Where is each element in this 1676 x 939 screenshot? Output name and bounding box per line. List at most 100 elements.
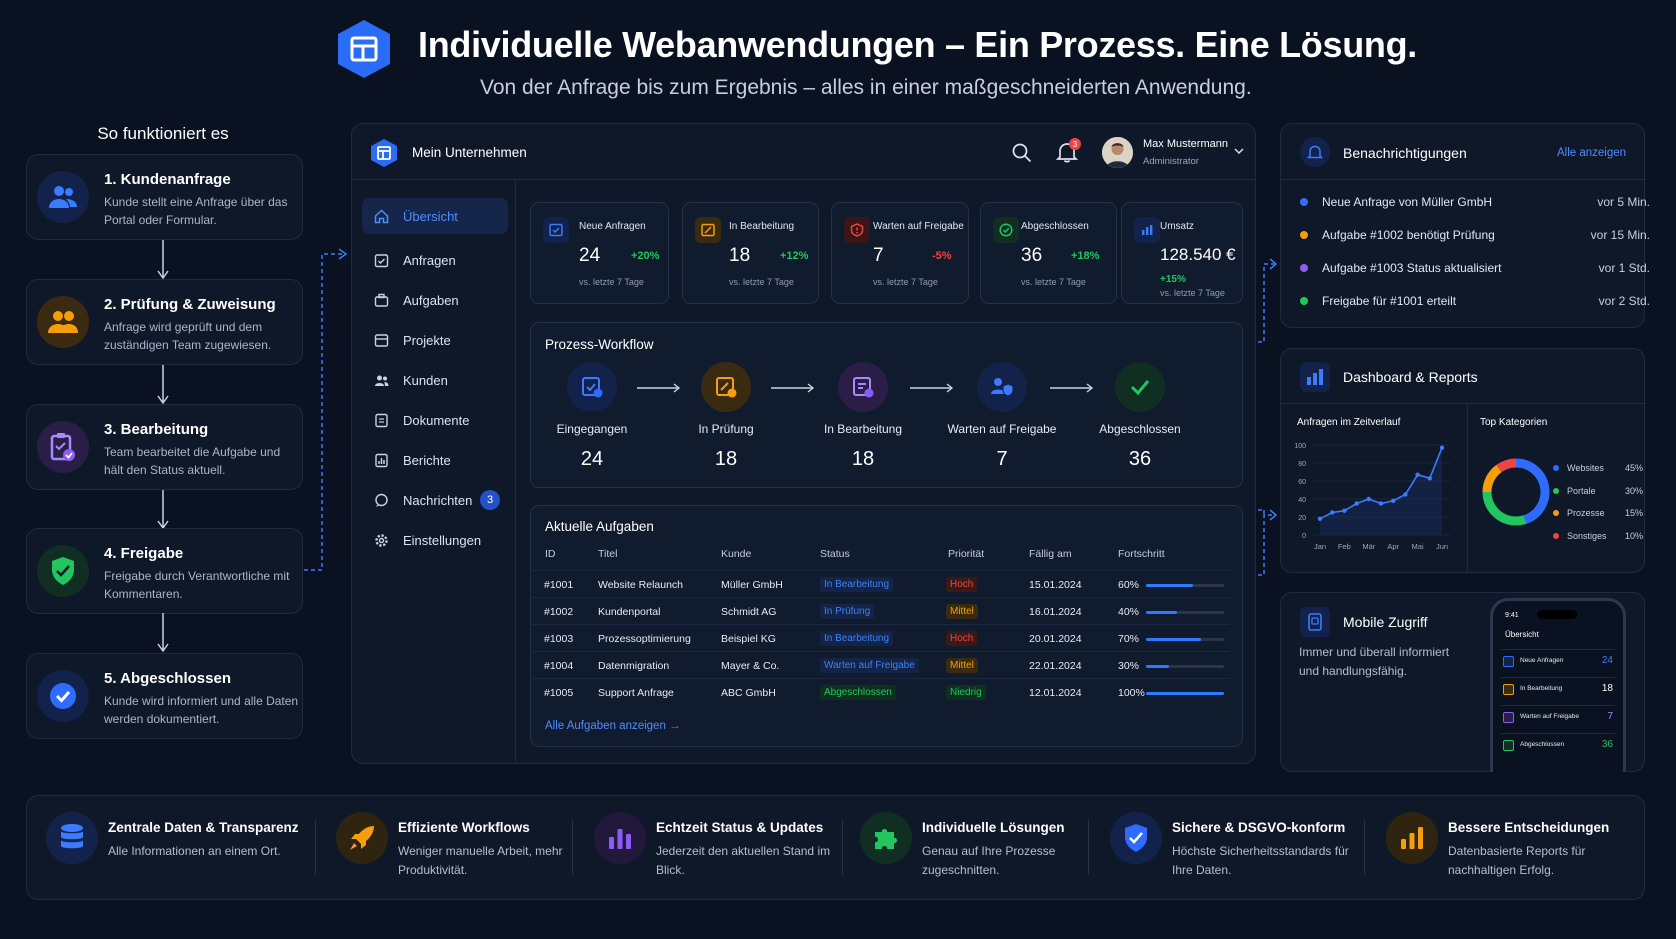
step-title: 2. Prüfung & Zuweisung <box>104 296 276 313</box>
data-point <box>1366 496 1371 502</box>
all-notifications-link[interactable]: Alle anzeigen <box>1557 147 1627 159</box>
steps-title: So funktioniert es <box>97 124 229 143</box>
sidebar-item-uebersicht[interactable]: Übersicht <box>362 198 508 234</box>
check-circle-icon <box>1503 740 1514 751</box>
stat-card[interactable]: Neue Anfragen 24 +20% vs. letzte 7 Tage <box>530 202 669 304</box>
legend-label: Sonstiges <box>1567 530 1607 541</box>
y-tick-label: 100 <box>1294 443 1306 450</box>
table-row[interactable]: #1002 Kundenportal Schmidt AG In Prüfung… <box>530 597 1230 624</box>
legend-value: 15% <box>1624 508 1643 518</box>
chevron-down-icon[interactable] <box>1234 148 1244 155</box>
status-badge: Abgeschlossen <box>820 685 896 700</box>
arrow-down-icon <box>157 613 169 653</box>
sidebar-item-berichte[interactable]: Berichte <box>362 442 508 478</box>
phone-mockup: 9:41 Übersicht Neue Anfragen 24 In Bearb… <box>1490 598 1626 772</box>
divider <box>1467 403 1468 573</box>
stat-delta: -5% <box>932 250 952 262</box>
legend-dot <box>1553 465 1559 471</box>
bar-chart-icon <box>1134 217 1160 243</box>
sidebar-item-dokumente[interactable]: Dokumente <box>362 402 508 438</box>
avatar[interactable] <box>1102 137 1133 168</box>
workflow-label: Warten auf Freigabe <box>947 422 1057 436</box>
bell-icon[interactable] <box>1056 141 1078 163</box>
y-tick-label: 20 <box>1298 515 1306 522</box>
stat-delta: +20% <box>631 250 660 262</box>
stat-card[interactable]: Umsatz 128.540 € +15% vs. letzte 7 Tage <box>1121 202 1243 304</box>
phone-row-value: 18 <box>1601 683 1613 694</box>
workflow-label: Eingegangen <box>556 422 628 436</box>
step-title: 3. Bearbeitung <box>104 421 209 438</box>
table-header-status: Status <box>820 548 850 560</box>
cell-due: 22.01.2024 <box>1029 660 1082 672</box>
stat-card[interactable]: Warten auf Freigabe 7 -5% vs. letzte 7 T… <box>831 202 969 304</box>
divider <box>572 820 573 875</box>
data-point <box>1415 472 1420 477</box>
sidebar-item-projekte[interactable]: Projekte <box>362 322 508 358</box>
phone-row-label: Warten auf Freigabe <box>1520 713 1580 720</box>
user-role: Administrator <box>1143 156 1199 167</box>
approval-icon <box>977 362 1027 412</box>
stat-card[interactable]: In Bearbeitung 18 +12% vs. letzte 7 Tage <box>682 202 819 304</box>
sidebar-item-aufgaben[interactable]: Aufgaben <box>362 282 508 318</box>
sidebar-item-label: Einstellungen <box>403 532 482 548</box>
sidebar-item-einstellungen[interactable]: Einstellungen <box>362 522 508 558</box>
legend-label: Portale <box>1567 485 1596 496</box>
phone-title: Übersicht <box>1505 630 1539 639</box>
all-tasks-link[interactable]: Alle Aufgaben anzeigen → <box>545 720 681 732</box>
phone-row[interactable]: Warten auf Freigabe 7 <box>1501 705 1615 727</box>
legend-label: Websites <box>1567 463 1604 473</box>
stat-note: vs. letzte 7 Tage <box>729 277 794 287</box>
table-header-due: Fällig am <box>1029 548 1072 560</box>
settings-icon <box>375 533 388 547</box>
stat-label: In Bearbeitung <box>729 221 795 232</box>
cell-title: Prozessoptimierung <box>598 633 691 645</box>
status-badge: Warten auf Freigabe <box>820 658 919 673</box>
inbox-icon <box>543 217 569 243</box>
table-row[interactable]: #1005 Support Anfrage ABC GmbH Abgeschlo… <box>530 678 1230 705</box>
donut-slice <box>1515 458 1550 524</box>
progress-bar <box>1146 692 1224 695</box>
sidebar-item-nachrichten[interactable]: Nachrichten 3 <box>362 482 508 518</box>
step-title: 5. Abgeschlossen <box>104 670 231 687</box>
phone-row[interactable]: Neue Anfragen 24 <box>1501 649 1615 671</box>
data-point <box>1439 445 1445 450</box>
sidebar-item-label: Aufgaben <box>403 292 459 308</box>
status-dot <box>1300 297 1308 305</box>
table-row[interactable]: #1004 Datenmigration Mayer & Co. Warten … <box>530 651 1230 678</box>
tasks-panel <box>530 505 1243 747</box>
table-row[interactable]: #1003 Prozessoptimierung Beispiel KG In … <box>530 624 1230 651</box>
phone-row-label: Neue Anfragen <box>1520 657 1564 664</box>
table-row[interactable]: #1001 Website Relaunch Müller GmbH In Be… <box>530 570 1230 597</box>
phone-row[interactable]: In Bearbeitung 18 <box>1501 677 1615 699</box>
cell-progress: 60% <box>1118 579 1140 591</box>
stat-delta: +12% <box>780 250 809 262</box>
stat-card[interactable]: Abgeschlossen 36 +18% vs. letzte 7 Tage <box>980 202 1117 304</box>
cell-customer: ABC GmbH <box>721 687 776 699</box>
table-header-id: ID <box>545 548 556 560</box>
team-icon <box>37 296 89 348</box>
sidebar-item-anfragen[interactable]: Anfragen <box>362 242 508 278</box>
analytics-icon <box>1386 812 1438 864</box>
priority-badge: Mittel <box>946 658 978 673</box>
puzzle-icon <box>860 812 912 864</box>
phone-row[interactable]: Abgeschlossen 36 <box>1501 733 1615 755</box>
y-tick-label: 40 <box>1298 497 1306 504</box>
sidebar-item-kunden[interactable]: Kunden <box>362 362 508 398</box>
stat-note: vs. letzte 7 Tage <box>1160 288 1225 298</box>
edit-doc-icon <box>1503 684 1514 695</box>
cell-customer: Mayer & Co. <box>721 660 780 672</box>
workflow-title: Prozess-Workflow <box>545 337 654 352</box>
search-icon[interactable] <box>1012 143 1032 163</box>
legend-value: 10% <box>1624 530 1643 541</box>
approval-icon <box>1503 712 1514 723</box>
cell-id: #1002 <box>544 606 574 618</box>
status-dot <box>1300 264 1308 272</box>
table-header-priority: Priorität <box>948 548 985 560</box>
x-tick-label: Jan <box>1314 542 1326 551</box>
arrow-right-icon <box>910 383 954 393</box>
legend-dot <box>1553 532 1559 539</box>
feature-title: Sichere & DSGVO-konform <box>1172 820 1346 835</box>
notification-time: vor 1 Std. <box>1598 261 1650 275</box>
cell-customer: Beispiel KG <box>721 633 776 645</box>
cell-title: Datenmigration <box>598 660 670 672</box>
